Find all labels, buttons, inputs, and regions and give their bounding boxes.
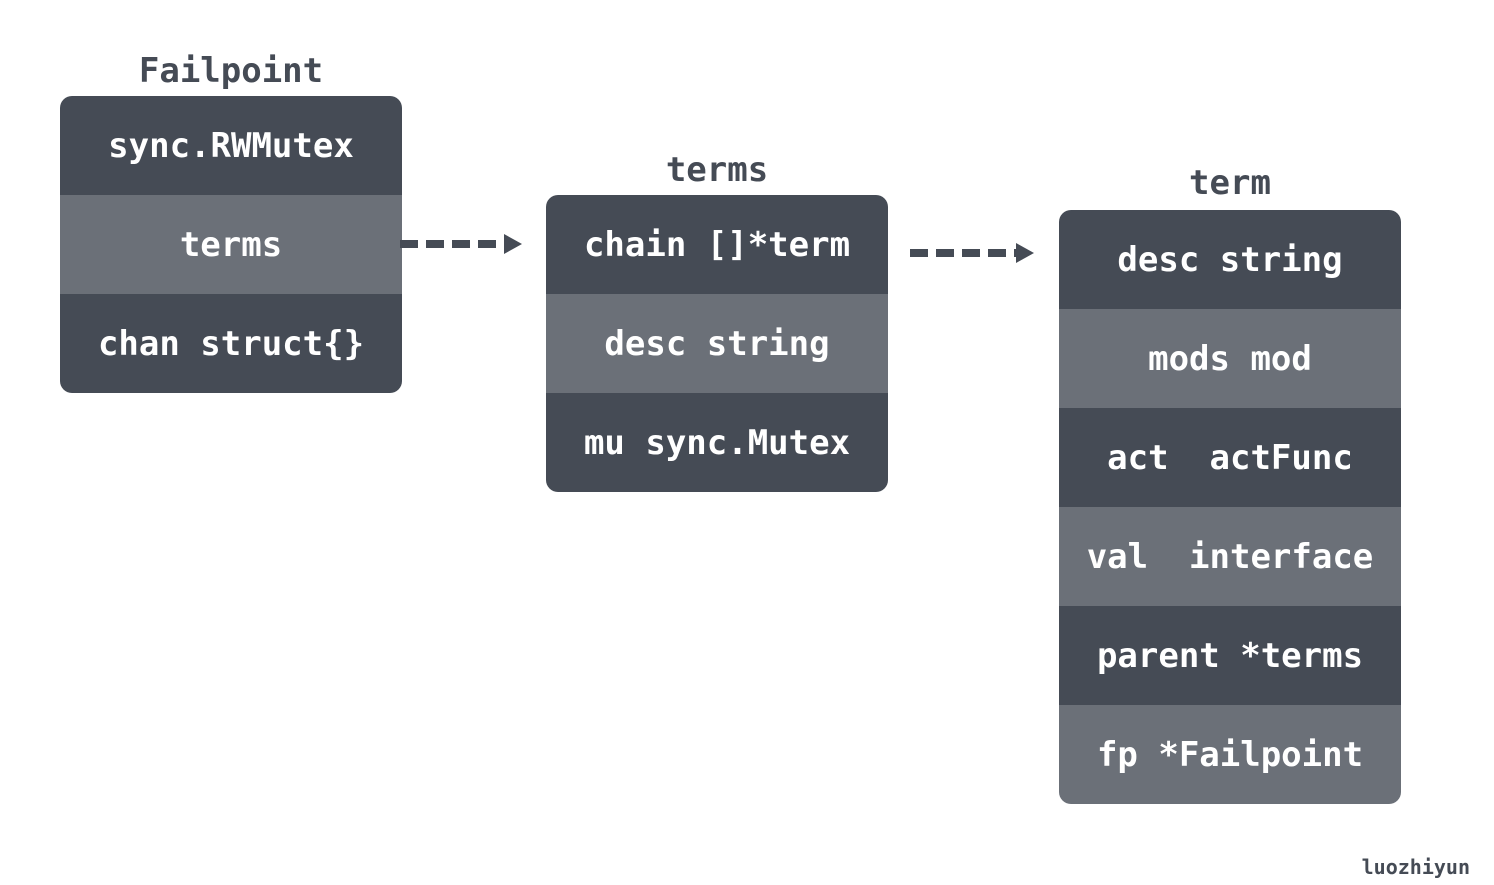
term-field-fp: fp *Failpoint xyxy=(1059,705,1401,804)
failpoint-field-terms: terms xyxy=(60,195,402,294)
terms-field-chain: chain []*term xyxy=(546,195,888,294)
terms-title: terms xyxy=(665,150,769,190)
term-field-act: act actFunc xyxy=(1059,408,1401,507)
term-title: term xyxy=(1189,163,1271,203)
terms-field-mu: mu sync.Mutex xyxy=(546,393,888,492)
terms-field-desc: desc string xyxy=(546,294,888,393)
term-field-parent: parent *terms xyxy=(1059,606,1401,705)
arrow-failpoint-to-terms xyxy=(400,234,522,254)
term-field-mods: mods mod xyxy=(1059,309,1401,408)
terms-struct: chain []*term desc string mu sync.Mutex xyxy=(546,195,888,492)
term-field-val: val interface xyxy=(1059,507,1401,606)
failpoint-title: Failpoint xyxy=(138,51,324,91)
arrow-terms-to-term xyxy=(910,243,1034,263)
term-struct: desc string mods mod act actFunc val int… xyxy=(1059,210,1401,804)
failpoint-struct: sync.RWMutex terms chan struct{} xyxy=(60,96,402,393)
failpoint-field-chan: chan struct{} xyxy=(60,294,402,393)
failpoint-field-rwmutex: sync.RWMutex xyxy=(60,96,402,195)
watermark: luozhiyun xyxy=(1361,855,1470,879)
term-field-desc: desc string xyxy=(1059,210,1401,309)
